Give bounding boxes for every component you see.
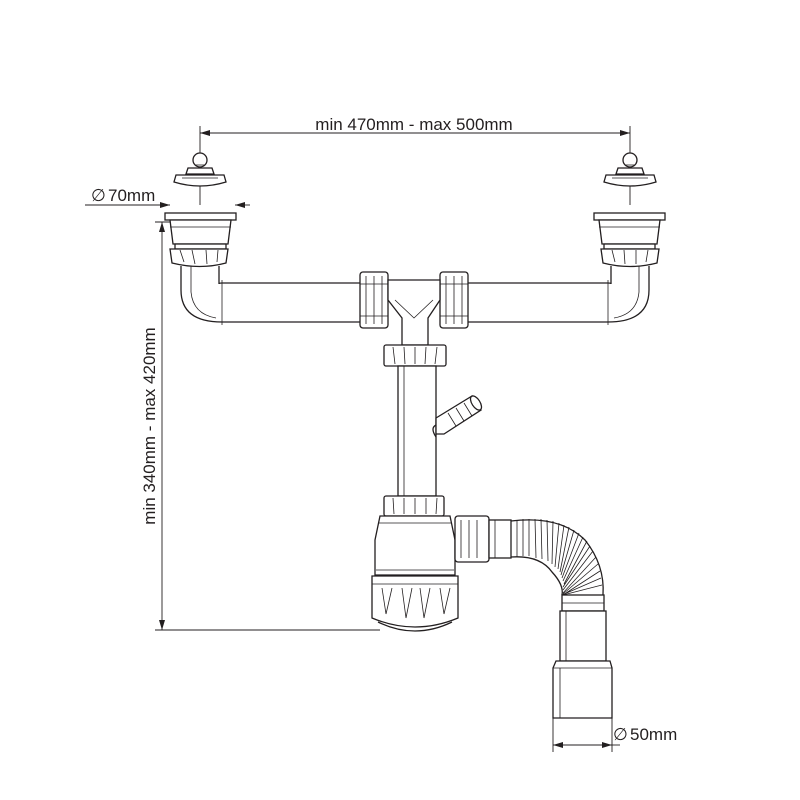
left-strainer-plug xyxy=(173,152,227,187)
flexible-hose xyxy=(510,518,613,719)
diameter-symbol-2: ∅ xyxy=(613,725,628,744)
diameter-symbol: ∅ xyxy=(91,186,106,205)
tee-fitting xyxy=(359,271,469,346)
right-branch-pipe xyxy=(462,266,650,325)
strainer-diameter-label: 70mm xyxy=(108,186,155,205)
bottle-trap xyxy=(371,515,512,632)
height-range-label: min 340mm - max 420mm xyxy=(140,327,159,524)
right-strainer-body xyxy=(593,212,666,268)
left-branch-pipe xyxy=(180,266,360,325)
strainer-diameter-dimension: ∅ 70mm xyxy=(85,186,250,208)
left-strainer-body xyxy=(164,212,237,268)
height-dimension: min 340mm - max 420mm xyxy=(140,221,380,631)
width-dimension: min 470mm - max 500mm xyxy=(199,115,631,205)
outlet-diameter-label: 50mm xyxy=(630,725,677,744)
outlet-diameter-dimension: ∅ 50mm xyxy=(552,715,677,752)
right-strainer-plug xyxy=(603,152,657,187)
vertical-pipe xyxy=(383,344,483,517)
width-range-label: min 470mm - max 500mm xyxy=(315,115,512,134)
